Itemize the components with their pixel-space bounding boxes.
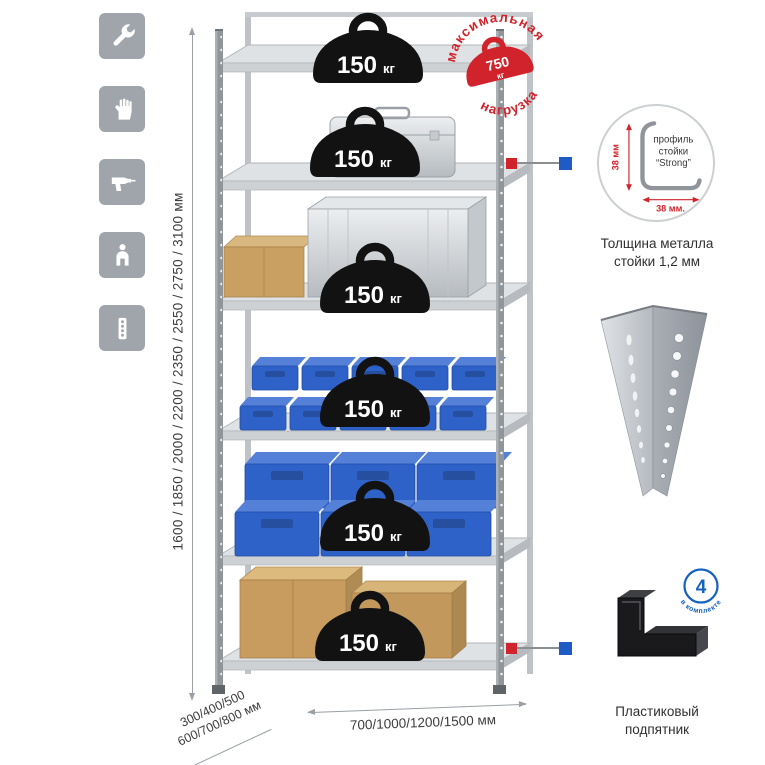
callout-red-marker-bottom [506, 643, 517, 654]
profile-detail-circle: 38 мм 38 мм. профиль стойки “Strong” [597, 104, 715, 222]
svg-text:150: 150 [337, 52, 377, 79]
back-post-left [245, 12, 251, 674]
perforated-angle-post [600, 304, 708, 497]
svg-text:кг: кг [390, 291, 403, 306]
svg-text:150: 150 [344, 282, 384, 309]
svg-text:кг: кг [383, 61, 396, 76]
svg-text:150: 150 [344, 396, 384, 423]
person-icon [99, 232, 145, 278]
svg-text:150: 150 [344, 520, 384, 547]
profile-cross-section [640, 121, 702, 191]
svg-text:150: 150 [339, 630, 379, 657]
height-dimension-label: 1600 / 1850 / 2000 / 2200 / 2350 / 2550 … [170, 192, 186, 551]
plastic-foot [617, 590, 708, 657]
front-post-left [212, 29, 225, 694]
svg-text:кг: кг [390, 529, 403, 544]
profile-dim-vertical: 38 мм [610, 144, 620, 171]
svg-text:750: 750 [484, 53, 511, 74]
perforated-profile-icon [99, 305, 145, 351]
front-post-right [493, 29, 506, 694]
profile-caption: Толщина металла стойки 1,2 мм [600, 236, 714, 270]
included-count-badge: в комплекте 4 [670, 558, 732, 620]
callout-line-bottom [517, 647, 561, 649]
svg-text:кг: кг [390, 405, 403, 420]
foot-caption: Пластиковый подпятник [615, 704, 699, 738]
callout-red-marker-top [506, 158, 517, 169]
svg-text:4: 4 [696, 577, 707, 598]
height-dimension-line [189, 27, 195, 701]
back-post-right [527, 12, 533, 674]
callout-line-top [517, 162, 561, 164]
shelf-load-weight-1: 150 кг [313, 12, 423, 83]
max-load-stamp: максимальная нагрузка 750 кг [437, 2, 550, 124]
stamp-weight-icon [466, 36, 534, 87]
svg-text:кг: кг [496, 70, 506, 81]
shelving-rack: 150 кг 150 кг 150 кг 150 кг 150 кг [212, 12, 533, 694]
top-back-rail [245, 12, 533, 17]
shelf-load-weight-3: 150 кг [320, 242, 430, 313]
svg-text:“Strong”: “Strong” [656, 158, 691, 169]
svg-text:кг: кг [380, 155, 393, 170]
svg-text:150: 150 [334, 146, 374, 173]
svg-text:кг: кг [385, 639, 398, 654]
feature-icon-column [99, 13, 145, 351]
shelf-load-weight-6: 150 кг [315, 590, 425, 661]
drill-icon [99, 159, 145, 205]
shelf-load-weight-4: 150 кг [320, 356, 430, 427]
svg-text:профиль: профиль [653, 135, 693, 146]
profile-dim-horizontal: 38 мм. [656, 203, 685, 213]
callout-blue-marker-top [559, 157, 572, 170]
callout-blue-marker-bottom [559, 642, 572, 655]
svg-text:стойки: стойки [659, 146, 689, 157]
svg-text:нагрузка: нагрузка [476, 84, 545, 124]
wrench-icon [99, 13, 145, 59]
cardboard-box-small [222, 235, 318, 298]
shelf-load-weight-2: 150 кг [310, 106, 420, 177]
gloves-icon [99, 86, 145, 132]
shelf-load-weight-5: 150 кг [320, 480, 430, 551]
